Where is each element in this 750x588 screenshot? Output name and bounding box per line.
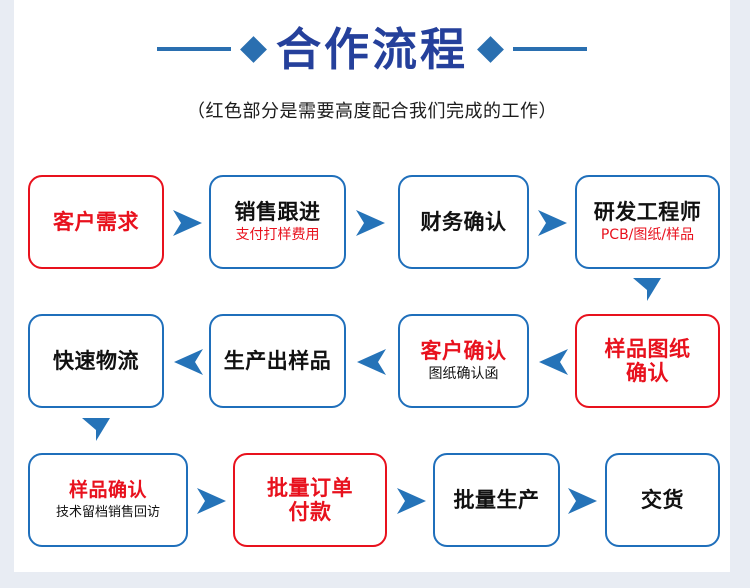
title-line-left-icon	[156, 47, 231, 51]
box-main-text: 销售跟进	[234, 200, 321, 225]
box-main-text: 样品确认	[68, 478, 147, 501]
box-main-text: 交货	[641, 487, 684, 512]
flow-box-produce-sample[interactable]: 生产出样品	[209, 314, 346, 408]
box-main-text: 财务确认	[420, 209, 507, 234]
flow-box-sample-confirm[interactable]: 样品确认 技术留档销售回访	[28, 453, 188, 547]
flow-box-rd-engineer[interactable]: 研发工程师 PCB/图纸/样品	[575, 175, 720, 269]
box-main-text: 客户需求	[53, 209, 139, 234]
box-main-text: 批量生产	[453, 487, 540, 512]
box-sub-text: 支付打样费用	[235, 227, 320, 244]
flow-box-finance-confirm[interactable]: 财务确认	[398, 175, 529, 269]
box-sub-text: PCB/图纸/样品	[600, 227, 695, 244]
flow-box-sales-followup[interactable]: 销售跟进 支付打样费用	[209, 175, 346, 269]
arrow-left-icon-r2-1	[171, 347, 205, 377]
arrow-down-icon-r2-r3	[80, 416, 112, 442]
flow-box-fast-logistics[interactable]: 快速物流	[28, 314, 164, 408]
title-line-right-icon	[513, 47, 587, 51]
box-sub-text: 技术留档销售回访	[55, 504, 160, 520]
box-main-text: 研发工程师	[593, 200, 702, 225]
flow-box-bulk-order-payment[interactable]: 批量订单 付款	[233, 453, 387, 547]
arrow-right-icon-r3-1	[195, 486, 229, 516]
page-title: 合作流程	[275, 22, 468, 76]
box-main-text: 样品图纸 确认	[604, 336, 691, 385]
flow-box-mass-production[interactable]: 批量生产	[433, 453, 560, 547]
arrow-left-icon-r2-3	[536, 347, 570, 377]
flow-box-customer-confirm[interactable]: 客户确认 图纸确认函	[398, 314, 529, 408]
arrow-right-icon-r1-1	[171, 208, 205, 238]
diamond-left-icon	[240, 35, 267, 63]
flow-box-sample-drawing-confirm[interactable]: 样品图纸 确认	[575, 314, 720, 408]
box-sub-text: 图纸确认函	[428, 366, 499, 383]
arrow-right-icon-r3-3	[566, 486, 600, 516]
page-subtitle: （红色部分是需要高度配合我们完成的工作）	[187, 101, 557, 122]
flowchart-canvas: 合作流程 （红色部分是需要高度配合我们完成的工作） 客户需求 销售跟进 支付打样…	[14, 0, 730, 572]
arrow-right-icon-r1-3	[536, 208, 570, 238]
arrow-right-icon-r1-2	[354, 208, 388, 238]
arrow-right-icon-r3-2	[395, 486, 429, 516]
box-main-text: 客户确认	[420, 339, 507, 364]
box-main-text: 快速物流	[53, 348, 139, 373]
box-main-text: 批量订单 付款	[267, 475, 353, 524]
diamond-right-icon	[477, 35, 504, 63]
flow-box-customer-requirement[interactable]: 客户需求	[28, 175, 164, 269]
arrow-down-icon-r1-r2	[631, 276, 663, 302]
box-main-text: 生产出样品	[223, 348, 332, 373]
arrow-left-icon-r2-2	[354, 347, 388, 377]
title-row: 合作流程	[14, 18, 730, 80]
header: 合作流程 （红色部分是需要高度配合我们完成的工作）	[14, 18, 730, 123]
flow-box-delivery[interactable]: 交货	[605, 453, 720, 547]
